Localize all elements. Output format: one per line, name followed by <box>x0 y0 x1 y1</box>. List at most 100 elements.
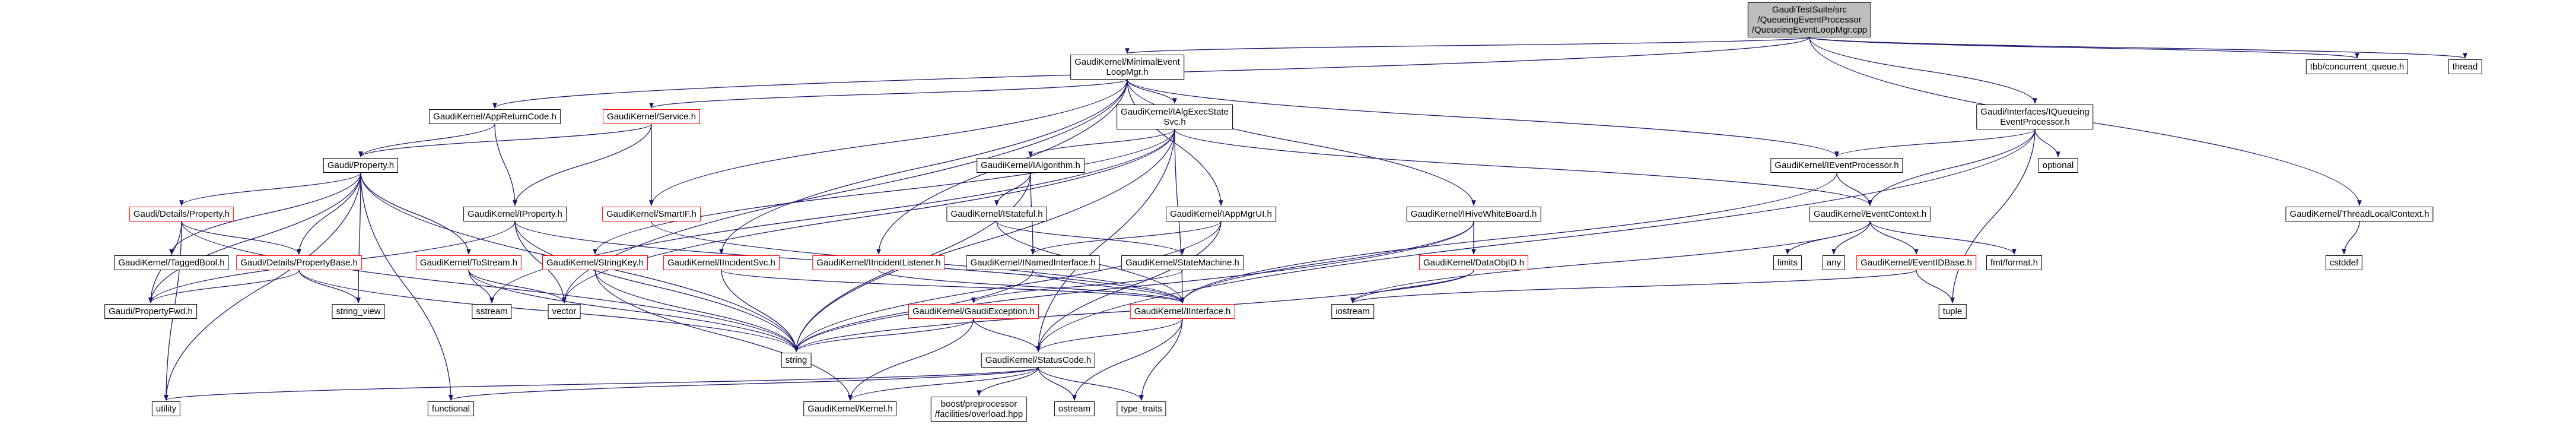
graph-edge-iappmgr-to-string <box>794 221 1222 352</box>
node-smartif[interactable]: GaudiKernel/SmartIF.h <box>602 207 701 221</box>
graph-edge-evtctx-to-any <box>1831 221 1871 255</box>
node-ostream[interactable]: ostream <box>1054 401 1095 416</box>
node-utility[interactable]: utility <box>151 401 181 416</box>
node-tlctx[interactable]: GaudiKernel/ThreadLocalContext.h <box>2285 207 2434 221</box>
node-fmt[interactable]: fmt/format.h <box>1986 255 2043 270</box>
graph-edge-property-to-stringview <box>356 172 361 303</box>
node-cpp: GaudiTestSuite/src/QueueingEventProcesso… <box>1747 2 1872 37</box>
node-label-line: string <box>785 355 807 365</box>
node-istateful[interactable]: GaudiKernel/IStateful.h <box>946 207 1047 221</box>
node-tagged[interactable]: GaudiKernel/TaggedBool.h <box>114 255 229 270</box>
node-boostpp[interactable]: boost/preprocessor/facilities/overload.h… <box>930 397 1028 422</box>
graph-edge-algexec-to-ialg <box>1028 129 1175 157</box>
graph-edge-iintf-to-statuscode <box>1036 318 1183 352</box>
node-string[interactable]: string <box>781 353 812 368</box>
graph-edge-statuscode-to-kernel <box>848 367 1039 401</box>
node-thread[interactable]: thread <box>2448 59 2482 74</box>
graph-edge-evtidbase-to-tuple <box>1916 270 1955 303</box>
node-label-line: GaudiKernel/Service.h <box>606 112 697 122</box>
graph-edge-algexec-to-stringkey <box>593 129 1175 255</box>
graph-edge-detprop-to-string <box>181 221 799 352</box>
node-inamed[interactable]: GaudiKernel/INamedInterface.h <box>966 255 1100 270</box>
node-property[interactable]: Gaudi/Property.h <box>323 158 399 173</box>
node-label-line: EventProcessor.h <box>2000 117 2070 127</box>
node-kernel[interactable]: GaudiKernel/Kernel.h <box>803 401 897 416</box>
graph-edge-property-to-propfwd <box>148 172 361 303</box>
node-label-line: GaudiKernel/IStateful.h <box>950 209 1043 219</box>
node-propfwd[interactable]: Gaudi/PropertyFwd.h <box>104 304 197 319</box>
graph-edge-iqueue-to-ievtproc <box>1834 129 2036 157</box>
node-stringview[interactable]: string_view <box>332 304 385 319</box>
node-propbase[interactable]: Gaudi/Details/PropertyBase.h <box>236 255 362 270</box>
graph-edge-service-to-property <box>358 124 652 157</box>
node-label-line: GaudiKernel/IProperty.h <box>468 209 562 219</box>
graph-edge-iincsvc-to-string <box>721 270 799 352</box>
node-label-line: GaudiKernel/ToStream.h <box>419 258 518 268</box>
node-any[interactable]: any <box>1822 255 1846 270</box>
node-label-line: GaudiKernel/IInterface.h <box>1134 306 1231 316</box>
graph-edge-tlctx-to-cstddef <box>2342 221 2360 255</box>
node-service[interactable]: GaudiKernel/Service.h <box>602 109 701 124</box>
graph-edge-statuscode-to-boostpp <box>977 367 1039 396</box>
node-tostream[interactable]: GaudiKernel/ToStream.h <box>415 255 522 270</box>
node-label-line: tbb/concurrent_queue.h <box>2310 62 2405 72</box>
node-evtctx[interactable]: GaudiKernel/EventContext.h <box>1809 207 1931 221</box>
node-typetraits[interactable]: type_traits <box>1117 401 1166 416</box>
node-cstddef[interactable]: cstddef <box>2325 255 2363 270</box>
graph-edge-stringkey-to-string <box>594 270 799 352</box>
node-dataobjid[interactable]: GaudiKernel/DataObjID.h <box>1419 255 1529 270</box>
node-ialg[interactable]: GaudiKernel/IAlgorithm.h <box>977 158 1085 173</box>
node-appret[interactable]: GaudiKernel/AppReturnCode.h <box>429 109 561 124</box>
node-ievtproc[interactable]: GaudiKernel/IEventProcessor.h <box>1770 158 1903 173</box>
node-tuple[interactable]: tuple <box>1938 304 1967 319</box>
graph-edge-iinclist-to-iintf <box>878 270 1185 303</box>
node-iostream[interactable]: iostream <box>1331 304 1374 319</box>
node-tbbq[interactable]: tbb/concurrent_queue.h <box>2305 59 2409 74</box>
node-label-line: limits <box>1777 258 1798 268</box>
graph-edge-minimal-to-algexec <box>1127 79 1177 104</box>
node-label-line: vector <box>552 306 577 316</box>
node-iintf[interactable]: GaudiKernel/IInterface.h <box>1130 304 1235 319</box>
graph-edge-propbase-to-string <box>298 270 799 352</box>
graph-edge-minimal-to-smartif <box>649 79 1128 206</box>
node-iinclist[interactable]: GaudiKernel/IIncidentListener.h <box>812 255 945 270</box>
node-statemach[interactable]: GaudiKernel/StateMachine.h <box>1121 255 1244 270</box>
graph-edge-property-to-detprop <box>179 172 361 206</box>
node-evtidbase[interactable]: GaudiKernel/EventIDBase.h <box>1856 255 1976 270</box>
node-iincsvc[interactable]: GaudiKernel/IIncidentSvc.h <box>663 255 780 270</box>
node-limits[interactable]: limits <box>1773 255 1802 270</box>
node-label-line: /facilities/overload.hpp <box>934 409 1023 419</box>
node-functional[interactable]: functional <box>427 401 475 416</box>
node-label-line: /QueueingEventProcessor <box>1757 15 1862 25</box>
node-ihive[interactable]: GaudiKernel/IHiveWhiteBoard.h <box>1406 207 1541 221</box>
node-gexc[interactable]: GaudiKernel/GaudiException.h <box>908 304 1039 319</box>
node-statuscode[interactable]: GaudiKernel/StatusCode.h <box>981 353 1096 368</box>
node-vector[interactable]: vector <box>548 304 581 319</box>
graph-edge-iqueue-to-statuscode <box>1036 129 2036 352</box>
graph-edge-statuscode-to-ostream <box>1038 367 1077 401</box>
node-detprop[interactable]: Gaudi/Details/Property.h <box>129 207 234 221</box>
node-label-line: fmt/format.h <box>1990 258 2038 268</box>
node-label-line: GaudiKernel/INamedInterface.h <box>970 258 1096 268</box>
graph-edge-ihive-to-iintf <box>1180 221 1474 303</box>
graph-edge-statuscode-to-utility <box>164 367 1039 401</box>
node-stringkey[interactable]: GaudiKernel/StringKey.h <box>542 255 648 270</box>
node-iprop[interactable]: GaudiKernel/IProperty.h <box>463 207 567 221</box>
graph-edge-stringkey-to-kernel <box>594 270 853 401</box>
graph-edge-propbase-to-propfwd <box>148 270 300 303</box>
node-label-line: GaudiKernel/DataObjID.h <box>1423 258 1525 268</box>
node-label-line: functional <box>431 404 470 414</box>
node-label-line: GaudiKernel/StringKey.h <box>546 258 644 268</box>
node-label-line: LoopMgr.h <box>1106 67 1149 77</box>
node-iappmgr[interactable]: GaudiKernel/IAppMgrUI.h <box>1166 207 1276 221</box>
graph-edge-property-to-functional <box>360 172 453 401</box>
node-label-line: GaudiKernel/IEventProcessor.h <box>1774 160 1899 170</box>
node-sstream[interactable]: sstream <box>472 304 512 319</box>
graph-edge-iintf-to-ostream <box>1072 318 1183 401</box>
node-optional[interactable]: optional <box>2038 158 2078 173</box>
graph-edge-iincsvc-to-iintf <box>721 270 1185 303</box>
graph-edge-iappmgr-to-inamed <box>1031 221 1222 255</box>
